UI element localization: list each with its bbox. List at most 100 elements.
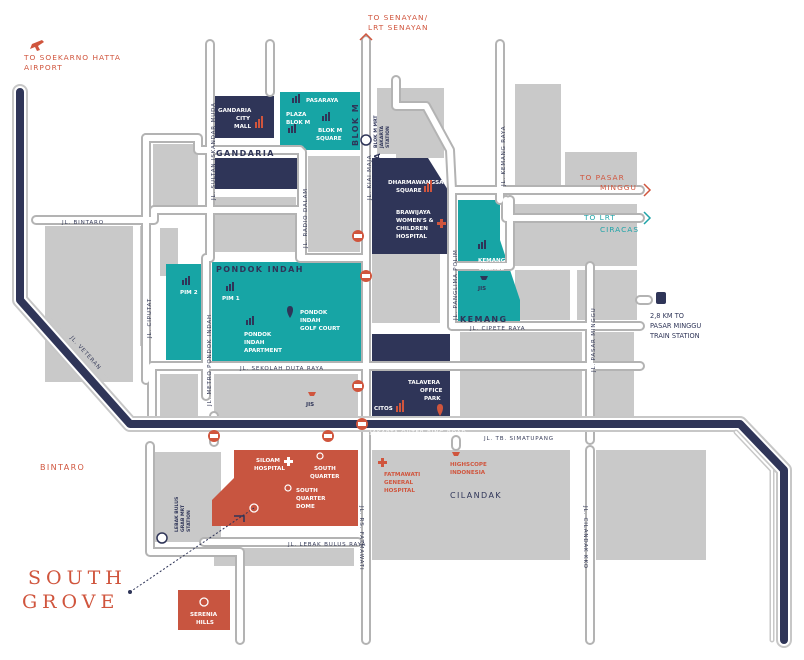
svg-text:BLOK M: BLOK M	[286, 120, 311, 126]
area-label-kemang: KEMANG	[460, 315, 507, 324]
poi-citos: CITOS	[374, 400, 404, 412]
svg-text:SOUTH: SOUTH	[314, 466, 336, 472]
svg-text:GOLF COURT: GOLF COURT	[300, 326, 340, 332]
poi-plaza-blok-m: PLAZA BLOK M	[286, 112, 311, 133]
road-label-lebak-bulus: JL. LEBAK BULUS RAYA	[287, 542, 366, 548]
mrt-station-icon	[156, 532, 168, 544]
school-icon	[308, 392, 316, 396]
svg-text:VILLAGE: VILLAGE	[478, 266, 504, 272]
svg-text:OFFICE: OFFICE	[420, 388, 443, 394]
svg-text:LRT SENAYAN: LRT SENAYAN	[368, 23, 428, 32]
poi-south-quarter: SOUTH QUARTER	[310, 452, 340, 480]
building-icon	[255, 116, 263, 128]
building-icon	[292, 94, 300, 103]
svg-text:HOSPITAL: HOSPITAL	[384, 488, 415, 494]
svg-text:MALL: MALL	[234, 124, 251, 130]
svg-text:PIM 1: PIM 1	[222, 296, 240, 302]
svg-text:WOMEN'S &: WOMEN'S &	[396, 218, 434, 224]
svg-text:CHILDREN: CHILDREN	[396, 226, 428, 232]
svg-text:QUARTER: QUARTER	[296, 496, 326, 502]
svg-text:TO SOEKARNO HATTA: TO SOEKARNO HATTA	[23, 53, 121, 62]
svg-text:GRAB MRT: GRAB MRT	[180, 504, 186, 532]
svg-text:FATMAWATI: FATMAWATI	[384, 472, 420, 478]
road-label-kemang-raya: JL. KEMANG RAYA	[501, 126, 507, 187]
poi-labels: GANDARIA CITY MALL PASARAYA PLAZA BLOK M	[156, 94, 506, 626]
poi-pim2: PIM 2	[180, 276, 198, 296]
svg-text:MINGGU: MINGGU	[600, 183, 637, 192]
train-station-destination: 2,8 KM TO PASAR MINGGU TRAIN STATION	[649, 292, 701, 340]
poi-golf-court: PONDOK INDAH GOLF COURT	[287, 306, 340, 332]
south-grove-arrow-icon	[234, 515, 245, 522]
toll-icon	[208, 430, 220, 442]
arrow-up-icon	[359, 32, 373, 41]
target-icon	[199, 597, 209, 607]
svg-text:PASARAYA: PASARAYA	[306, 98, 339, 104]
poi-serenia-hills: SERENIA HILLS	[190, 597, 218, 626]
hospital-cross-icon	[378, 458, 387, 467]
road-label-simatupang: JL. TB. SIMATUPANG	[483, 436, 554, 442]
svg-text:JIS: JIS	[477, 286, 486, 292]
lrt-ciracas-destination: TO LRT CIRACAS	[583, 211, 652, 234]
target-icon	[316, 452, 324, 460]
svg-text:JIS: JIS	[305, 402, 314, 408]
svg-text:GANDARIA: GANDARIA	[218, 108, 252, 114]
svg-text:PARK: PARK	[424, 396, 441, 402]
svg-text:PONDOK: PONDOK	[244, 332, 272, 338]
area-label-blok-m: BLOK M	[351, 103, 360, 146]
svg-text:STATION: STATION	[385, 126, 391, 148]
location-dot	[128, 590, 132, 594]
area-label-dharmawangsa: DHARMAWANGSA	[373, 152, 382, 248]
poi-pondok-indah-apartment: PONDOK INDAH APARTMENT	[244, 316, 282, 354]
poi-blok-m-mrt: BLOK M MRT JAKARTA STATION	[360, 115, 391, 149]
building-icon	[478, 240, 486, 249]
road-label-sultan-iskandar: JL. SULTAN ISKANDAR MUDA	[211, 102, 217, 201]
road-label-sekolah-duta: JL. SEKOLAH DUTA RAYA	[239, 366, 324, 372]
svg-text:KEMANG: KEMANG	[478, 258, 506, 264]
area-label-gandaria: GANDARIA	[216, 149, 275, 158]
poi-fatmawati-hospital: FATMAWATI GENERAL HOSPITAL	[378, 458, 420, 494]
toll-icon	[352, 380, 364, 392]
svg-text:SQUARE: SQUARE	[396, 188, 422, 194]
svg-text:SOUTH: SOUTH	[296, 488, 318, 494]
road-label-kiai-maja: JL. KIAI MAJA	[367, 155, 373, 201]
area-labels: GANDARIA BLOK M DHARMAWANGSA PONDOK INDA…	[40, 103, 507, 500]
toll-icon	[356, 418, 368, 430]
road-label-radio-dalam: JL. RADIO DALAM	[303, 188, 309, 249]
road-label-metro-pondok: JL. METRO PONDOK INDAH	[207, 314, 213, 407]
toll-icon	[352, 230, 364, 242]
svg-text:HILLS: HILLS	[196, 620, 214, 626]
building-icon	[322, 112, 330, 121]
svg-text:INDAH: INDAH	[244, 340, 265, 346]
airplane-icon	[30, 40, 44, 51]
location-pin-icon	[437, 404, 443, 416]
senayan-destination: TO SENAYAN/ LRT SENAYAN	[359, 13, 428, 41]
connector-line	[129, 507, 255, 593]
building-icon	[288, 124, 296, 133]
svg-text:CITOS: CITOS	[374, 406, 393, 412]
area-label-cilandak: CILANDAK	[450, 491, 502, 500]
poi-highscope: HIGHSCOPE INDONESIA	[450, 452, 487, 476]
svg-text:DOME: DOME	[296, 504, 315, 510]
destination-labels: TO SOEKARNO HATTA AIRPORT TO SENAYAN/ LR…	[23, 13, 701, 340]
svg-text:INDONESIA: INDONESIA	[450, 470, 486, 476]
poi-pasaraya: PASARAYA	[292, 94, 339, 104]
poi-pim1: PIM 1	[222, 282, 240, 302]
road-label-cilandak: JL. CILANDAK KKO	[582, 505, 588, 569]
road-label-ciputat: JL. CIPUTAT	[147, 298, 153, 339]
south-grove-line2: GROVE	[22, 591, 119, 613]
poi-siloam: SILOAM HOSPITAL	[254, 457, 293, 472]
area-label-bintaro: BINTARO	[40, 463, 85, 472]
south-grove-location: SOUTH GROVE	[22, 503, 259, 613]
svg-text:SILOAM: SILOAM	[256, 458, 280, 464]
svg-text:BRAWIJAYA: BRAWIJAYA	[396, 210, 431, 216]
poi-lebak-bulus-station: LEBAK BULUS GRAB MRT STATION	[156, 497, 192, 544]
svg-text:2,8 KM TO: 2,8 KM TO	[650, 312, 684, 320]
road-label-bintaro: JL. BINTARO	[61, 220, 104, 226]
road-label-pasar-minggu: JL. PASAR MINGGU	[591, 307, 597, 373]
svg-text:GENERAL: GENERAL	[384, 480, 414, 486]
svg-text:TO LRT: TO LRT	[583, 213, 616, 222]
arrow-right-icon	[643, 183, 652, 197]
svg-text:JAKARTA: JAKARTA	[379, 126, 385, 149]
navy-blocks	[214, 96, 450, 420]
target-icon	[284, 484, 292, 492]
